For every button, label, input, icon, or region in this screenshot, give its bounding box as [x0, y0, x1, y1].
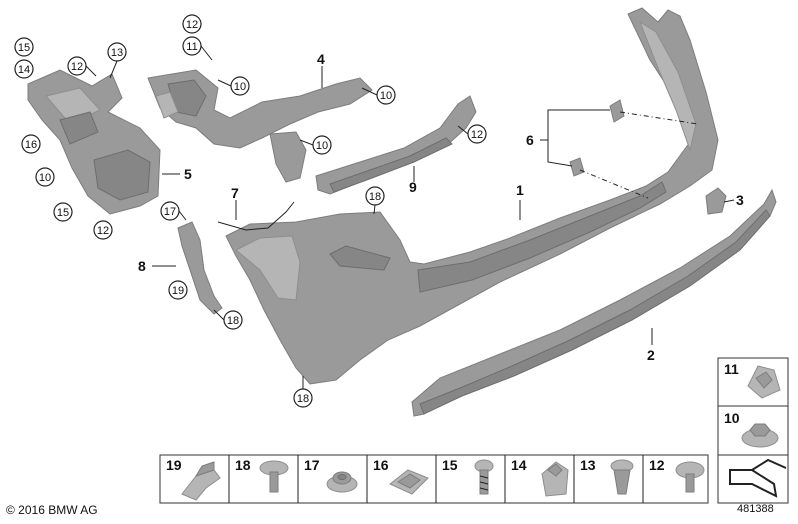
callout-19: 19	[168, 280, 188, 300]
svg-text:15: 15	[18, 42, 30, 54]
screw-icon	[474, 459, 494, 495]
callout-12-bottom: 12	[93, 220, 113, 240]
callout-10-left: 10	[35, 167, 55, 187]
svg-text:14: 14	[18, 64, 30, 76]
svg-text:12: 12	[97, 225, 109, 237]
fastener-cell-19: 19	[166, 457, 221, 501]
label-1: 1	[516, 182, 524, 198]
callout-12-strip: 12	[467, 124, 487, 144]
push-rivet-icon	[259, 460, 289, 493]
svg-text:10: 10	[316, 140, 328, 152]
svg-text:15: 15	[442, 457, 458, 473]
svg-text:16: 16	[373, 457, 389, 473]
fastener-cell-14: 14	[511, 457, 569, 497]
callout-15-bottom: 15	[53, 202, 73, 222]
main-labels: 1 2 3 4 5 6 7 8 9	[138, 51, 744, 363]
callout-18-bottom: 18	[293, 388, 313, 408]
spring-nut-icon	[389, 469, 429, 495]
trim-strip-part-7	[217, 201, 295, 231]
label-9: 9	[409, 179, 417, 195]
svg-text:18: 18	[235, 457, 251, 473]
carrier-strip-part-9	[315, 95, 477, 195]
svg-text:14: 14	[511, 457, 527, 473]
bumper-panel-part-1	[225, 7, 719, 385]
fastener-cell-12: 12	[649, 457, 705, 493]
upper-carrier-part-4	[147, 69, 373, 183]
flange-nut-icon	[326, 471, 358, 493]
svg-text:17: 17	[164, 206, 176, 218]
bracket-part-6	[569, 99, 699, 199]
copyright-notice: © 2016 BMW AG	[6, 503, 98, 517]
svg-text:17: 17	[304, 457, 320, 473]
svg-text:18: 18	[369, 191, 381, 203]
label-2: 2	[647, 347, 655, 363]
callout-17: 17	[160, 201, 180, 221]
diagram-id: 481388	[737, 503, 774, 515]
svg-text:10: 10	[724, 410, 740, 426]
arrow-symbol-icon	[729, 458, 787, 498]
label-6: 6	[526, 132, 534, 148]
label-7: 7	[231, 185, 239, 201]
svg-text:11: 11	[724, 361, 739, 377]
callout-18-top: 18	[365, 186, 385, 206]
callouts: 15 14 12 13 16 10 15 12 12 11 10 10 10 1…	[14, 14, 487, 408]
callout-15-top: 15	[14, 37, 34, 57]
side-cell-arrow	[729, 458, 787, 498]
side-cell-11: 11	[724, 361, 781, 399]
svg-text:10: 10	[234, 81, 246, 93]
diffuser-part-2	[411, 188, 777, 417]
callout-11: 11	[182, 36, 202, 56]
expanding-rivet-icon	[610, 459, 634, 495]
callout-10-right: 10	[376, 85, 396, 105]
leader-lines	[152, 66, 735, 345]
left-bracket-part-5	[27, 69, 161, 215]
svg-text:12: 12	[186, 19, 198, 31]
fastener-cell-17: 17	[304, 457, 358, 493]
svg-text:12: 12	[649, 457, 665, 473]
side-table: 11 10	[717, 357, 789, 504]
fastener-cell-15: 15	[442, 457, 494, 495]
svg-text:11: 11	[186, 41, 197, 53]
callout-10-lower: 10	[312, 135, 332, 155]
callout-13: 13	[107, 42, 127, 62]
fastener-cell-18: 18	[235, 457, 289, 493]
svg-text:15: 15	[57, 207, 69, 219]
bracket-clip-icon	[181, 461, 221, 501]
callout-14: 14	[14, 59, 34, 79]
callout-12-top: 12	[182, 14, 202, 34]
callout-12-left: 12	[67, 56, 87, 76]
svg-text:19: 19	[172, 285, 184, 297]
svg-text:10: 10	[39, 172, 51, 184]
hex-collar-nut-icon	[741, 423, 779, 448]
label-3: 3	[736, 192, 744, 208]
svg-text:12: 12	[471, 129, 483, 141]
label-8: 8	[138, 258, 146, 274]
svg-text:12: 12	[71, 61, 83, 73]
svg-text:13: 13	[580, 457, 596, 473]
svg-text:18: 18	[297, 393, 309, 405]
svg-text:16: 16	[25, 139, 37, 151]
label-4: 4	[317, 51, 325, 67]
svg-text:13: 13	[111, 47, 123, 59]
svg-text:18: 18	[227, 315, 239, 327]
callout-16: 16	[21, 134, 41, 154]
fastener-table: 19 18 17 16	[159, 454, 709, 504]
callout-10-mid: 10	[230, 76, 250, 96]
svg-text:10: 10	[380, 90, 392, 102]
svg-text:19: 19	[166, 457, 182, 473]
plastic-nut-icon	[541, 461, 569, 497]
label-5: 5	[184, 166, 192, 182]
support-part-8	[177, 221, 223, 315]
side-cell-10: 10	[724, 410, 779, 448]
expanding-rivet-large-icon	[675, 461, 705, 493]
callout-18-mid: 18	[223, 310, 243, 330]
fastener-cell-13: 13	[580, 457, 634, 495]
fastener-cell-16: 16	[373, 457, 429, 495]
clip-nut-icon	[747, 365, 781, 399]
small-bracket-part-3	[705, 187, 727, 215]
